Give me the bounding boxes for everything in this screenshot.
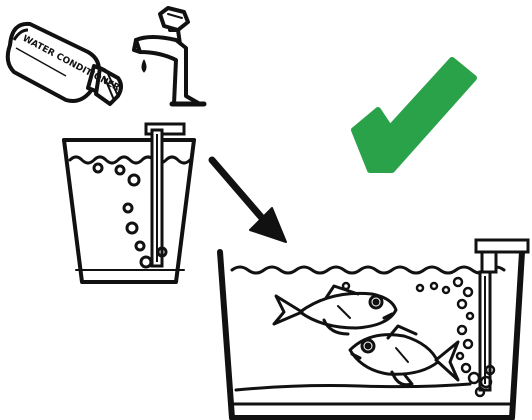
heater-icon [146,124,184,266]
conditioner-bottle-icon: WATER CONDITIONER [8,24,121,104]
checkmark-icon [354,60,474,170]
fish-icon [350,326,458,385]
arrow-icon [212,160,286,242]
faucet-icon [134,8,204,104]
fish-icon [274,286,396,334]
